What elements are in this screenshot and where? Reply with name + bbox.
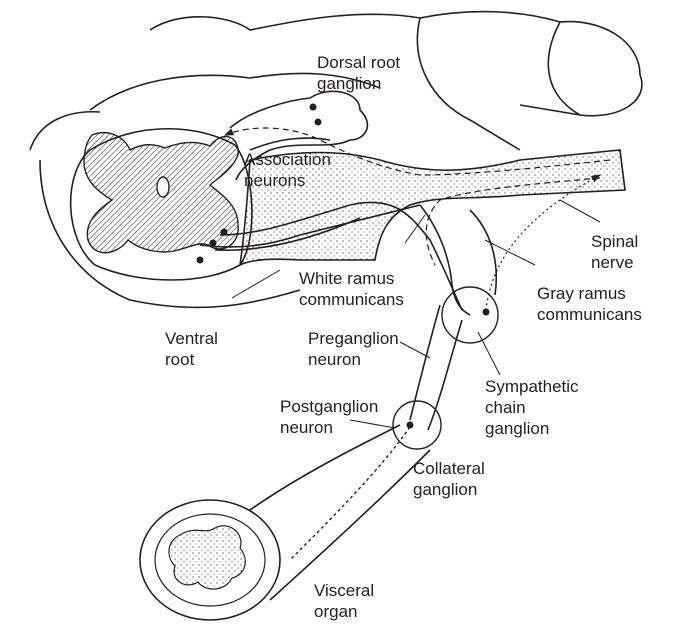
spinal-cord [71, 129, 252, 280]
visceral-organ [140, 425, 430, 620]
central-canal [157, 177, 169, 197]
postganglion-fiber [290, 427, 410, 560]
spinal-nerve [240, 150, 625, 265]
white-ramus [420, 205, 470, 315]
collateral-ganglion-circle [393, 401, 441, 449]
gray-ramus [470, 210, 496, 295]
